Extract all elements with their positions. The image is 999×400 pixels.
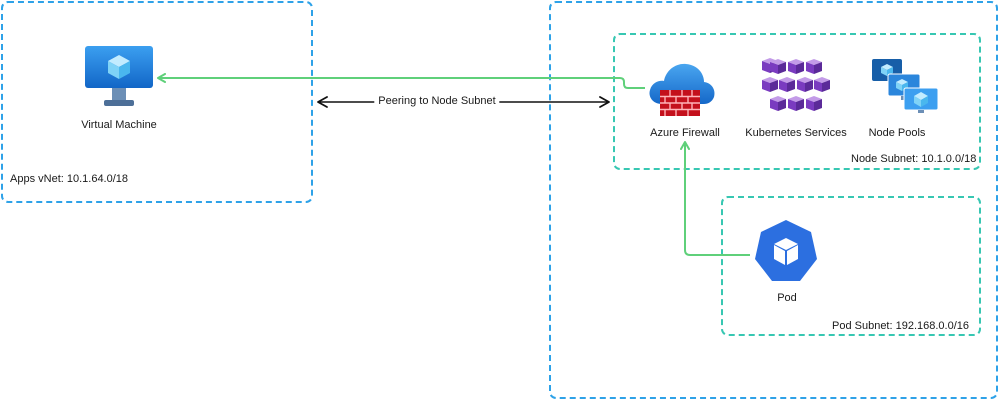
edge-pod-to-firewall: [680, 141, 750, 256]
azure-firewall-label: Azure Firewall: [650, 127, 720, 139]
aks-vnet-box: [549, 1, 998, 399]
edge-firewall-to-vm: [157, 73, 645, 89]
node-pools-label: Node Pools: [868, 127, 926, 139]
node-subnet-box: [613, 33, 981, 170]
virtual-machine-label: Virtual Machine: [81, 119, 157, 131]
pod-label: Pod: [777, 292, 797, 304]
pod-subnet-label: Pod Subnet: 192.168.0.0/16: [832, 320, 970, 332]
virtual-machine-icon: [84, 45, 154, 111]
apps-vnet-box: [1, 1, 313, 203]
kubernetes-services-icon: [762, 58, 830, 122]
pod-icon: [751, 218, 821, 286]
node-subnet-label: Node Subnet: 10.1.0.0/18: [851, 153, 977, 165]
peering-label: Peering to Node Subnet: [374, 95, 500, 107]
firewall-icon: [648, 60, 716, 120]
apps-vnet-label: Apps vNet: 10.1.64.0/18: [10, 173, 129, 185]
pod-subnet-box: [721, 196, 981, 336]
kubernetes-services-label: Kubernetes Services: [745, 127, 847, 139]
node-pools-icon: [872, 58, 940, 116]
